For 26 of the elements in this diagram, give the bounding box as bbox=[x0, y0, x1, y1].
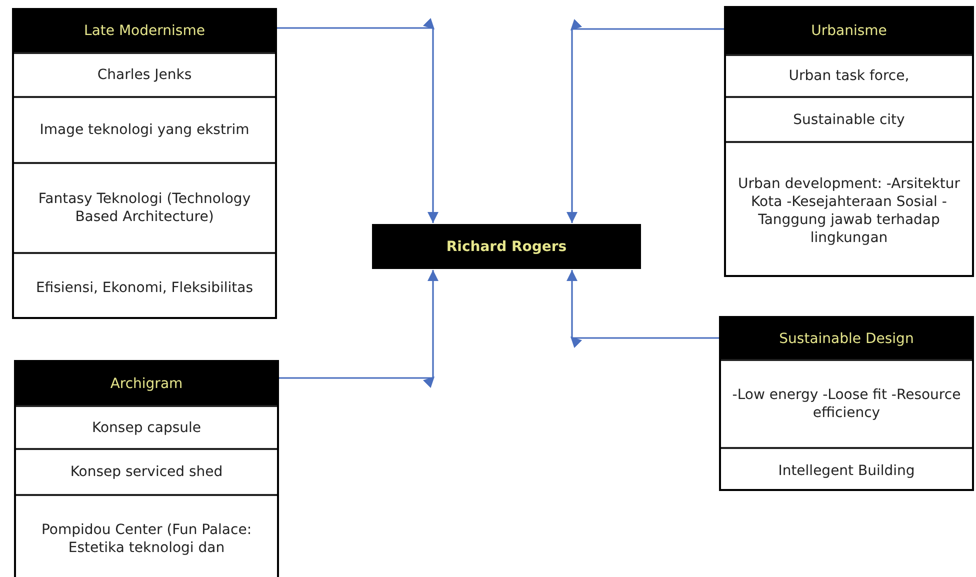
table-row: Pompidou Center (Fun Palace: Estetika teknologi dan bbox=[16, 494, 277, 577]
table-row: Fantasy Teknologi (Technology Based Architecture) bbox=[14, 162, 275, 252]
table-row: Konsep capsule bbox=[16, 405, 277, 448]
concept-table bbox=[14, 360, 279, 577]
table-row: Efisiensi, Ekonomi, Fleksibilitas bbox=[14, 252, 275, 321]
arrow bbox=[277, 18, 438, 223]
concept-table bbox=[724, 6, 974, 277]
table-row: -Low energy -Loose fit -Resource efficiency bbox=[721, 359, 972, 447]
concept-table bbox=[719, 316, 974, 491]
table-row: Sustainable city bbox=[726, 96, 972, 141]
table-row: Urban task force, bbox=[726, 54, 972, 96]
table-header: Archigram bbox=[16, 362, 277, 405]
table-row: Urban development: -Arsitektur Kota -Kesejahteraan Sosial -Tanggung jawab terhadap lingkungan bbox=[726, 141, 972, 279]
arrow bbox=[566, 270, 719, 348]
title-box bbox=[372, 224, 641, 269]
concept-table bbox=[12, 8, 277, 319]
table-header: Late Modernisme bbox=[14, 10, 275, 52]
table-row: Image teknologi yang ekstrim bbox=[14, 96, 275, 162]
table-header: Urbanisme bbox=[726, 8, 972, 54]
table-row: Charles Jenks bbox=[14, 52, 275, 96]
node-label: Richard Rogers bbox=[446, 238, 567, 254]
arrow bbox=[279, 270, 438, 388]
arrow bbox=[566, 19, 724, 223]
table-row: Intellegent Building bbox=[721, 447, 972, 493]
table-row: Konsep serviced shed bbox=[16, 448, 277, 494]
table-header: Sustainable Design bbox=[721, 318, 972, 359]
